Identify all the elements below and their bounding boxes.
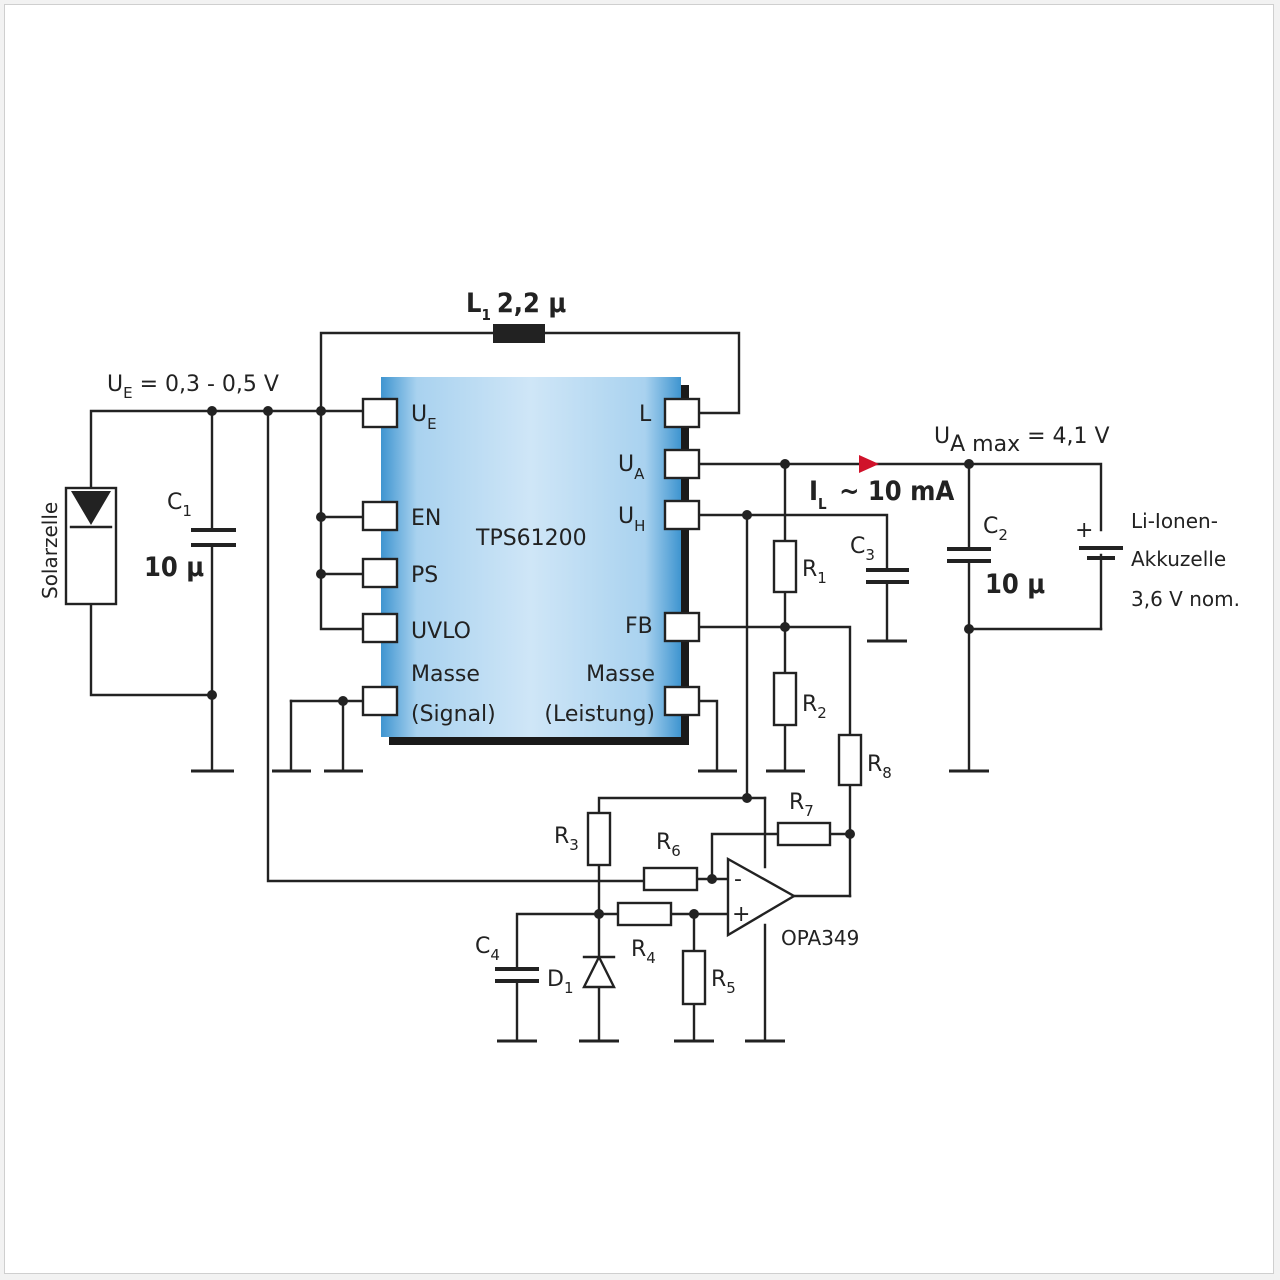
diode-symbol [582, 954, 616, 989]
pin-label-masse-signal: Masse [411, 662, 480, 687]
resistor-r4: R4 [616, 901, 673, 967]
pin-label-uvlo: UVLO [411, 619, 471, 644]
c2-label: C2 [983, 514, 1008, 544]
diode-d1: D1 [547, 954, 616, 997]
battery-cell: + Li-Ionen- Akkuzelle 3,6 V nom. [1075, 509, 1240, 611]
junction-dot [964, 459, 974, 469]
opamp-minus: - [734, 867, 742, 892]
junction-dot [207, 690, 217, 700]
capacitor-c3: C3 [850, 534, 909, 584]
junction-dot [742, 510, 752, 520]
solar-cell: Solarzelle [38, 486, 118, 606]
resistor-r7: R7 [776, 790, 832, 847]
circuit-diagram: TPS61200 UE EN PS UVLO Masse (Signal) L … [38, 288, 1240, 1043]
junction-dot [316, 512, 326, 522]
r3-label: R3 [554, 824, 579, 854]
opamp-opa349: - + OPA349 [726, 856, 859, 950]
ic-body [381, 377, 681, 737]
opamp-label: OPA349 [781, 926, 859, 950]
pin-label-signal: (Signal) [411, 702, 496, 727]
pin-label-masse-leistung: Masse [586, 662, 655, 687]
output-voltage-label: UA max = 4,1 V [934, 424, 1110, 457]
r5-label: R5 [711, 967, 736, 997]
ground-symbols [191, 639, 989, 1043]
pin-label-ua: UA [618, 452, 645, 483]
junction-dot [338, 696, 348, 706]
junction-dots [207, 406, 974, 919]
junction-dot [964, 624, 974, 634]
pin-label-uh: UH [618, 504, 645, 535]
resistor-r5: R5 [681, 949, 736, 1006]
pin-en [361, 500, 399, 532]
pin-label-leistung: (Leistung) [544, 702, 655, 727]
junction-dot [707, 874, 717, 884]
junction-dot [263, 406, 273, 416]
r4-label: R4 [631, 937, 656, 967]
input-voltage-label: UE = 0,3 - 0,5 V [107, 372, 279, 402]
pin-label-ue: UE [411, 402, 437, 433]
resistor-r2: R2 [772, 671, 827, 727]
resistor-r6: R6 [642, 830, 699, 892]
r1-label: R1 [802, 557, 827, 587]
resistor-r8: R8 [837, 733, 892, 787]
pin-masse-signal [361, 685, 399, 717]
junction-dot [845, 829, 855, 839]
junction-dot [316, 406, 326, 416]
inductor-body [493, 324, 545, 343]
junction-dot [316, 569, 326, 579]
pin-ps [361, 557, 399, 589]
wires [89, 331, 1103, 1043]
resistor-r3: R3 [554, 811, 612, 867]
pin-uh [663, 499, 701, 531]
c1-label: C1 [167, 490, 192, 520]
opamp-symbol [726, 856, 797, 938]
ic-tps61200: TPS61200 UE EN PS UVLO Masse (Signal) L … [361, 377, 701, 745]
schematic-frame: TPS61200 UE EN PS UVLO Masse (Signal) L … [4, 4, 1274, 1274]
c1-value: 10 µ [144, 552, 204, 583]
junction-dot [207, 406, 217, 416]
c4-label: C4 [475, 934, 500, 964]
pin-fb [663, 611, 701, 643]
opamp-plus: + [732, 902, 750, 927]
pin-uvlo [361, 612, 399, 644]
d1-label: D1 [547, 967, 574, 997]
current-arrow-icon [859, 455, 879, 473]
battery-line1: Li-Ionen- [1131, 509, 1218, 533]
pin-l [663, 397, 701, 429]
resistor-r1: R1 [772, 539, 827, 594]
battery-line2: Akkuzelle [1131, 547, 1226, 571]
pin-ua [663, 448, 701, 480]
battery-line3: 3,6 V nom. [1131, 587, 1240, 611]
pin-masse-leistung [663, 685, 701, 717]
solar-diode-symbol [71, 491, 111, 525]
c3-label: C3 [850, 534, 875, 564]
r8-label: R8 [867, 752, 892, 782]
capacitor-c4: C4 [475, 934, 539, 983]
pin-label-en: EN [411, 506, 441, 531]
junction-dot [742, 793, 752, 803]
capacitor-c2: C2 10 µ [947, 514, 1045, 600]
r2-label: R2 [802, 692, 827, 722]
solar-cell-label: Solarzelle [38, 502, 62, 599]
current-label: IL ~ 10 mA [809, 476, 954, 513]
junction-dot [689, 909, 699, 919]
pin-ue [361, 397, 399, 429]
battery-plus: + [1075, 518, 1093, 543]
junction-dot [780, 459, 790, 469]
c2-value: 10 µ [985, 569, 1045, 600]
pin-label-ps: PS [411, 563, 438, 588]
pin-label-l: L [639, 402, 652, 427]
junction-dot [594, 909, 604, 919]
pin-label-fb: FB [625, 614, 653, 639]
r7-label: R7 [789, 790, 814, 820]
capacitor-c1: C1 10 µ [144, 490, 236, 583]
junction-dot [780, 622, 790, 632]
ic-label: TPS61200 [475, 526, 587, 551]
r6-label: R6 [656, 830, 681, 860]
